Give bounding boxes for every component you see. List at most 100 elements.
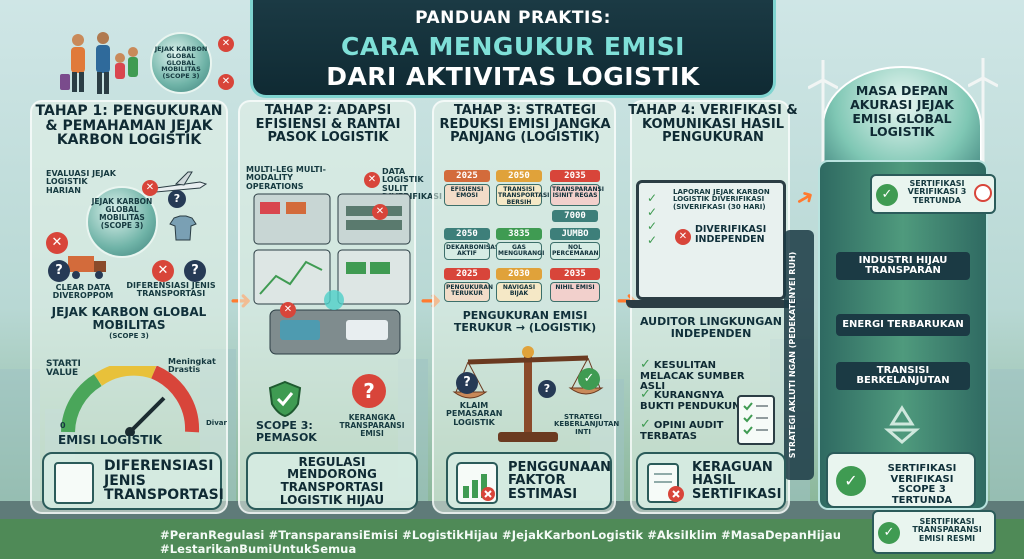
- timeline-card: GAS MENGURANGI: [496, 242, 544, 260]
- red-x-icon: ✕: [218, 36, 234, 52]
- balance-scale-icon: [452, 346, 604, 442]
- title-line-3: DARI AKTIVITAS LOGISTIK: [326, 62, 700, 91]
- clipboard-icon: [54, 462, 94, 504]
- stage-2-bottom-text: REGULASI MENDORONG TRANSPORTASI LOGISTIK…: [279, 454, 385, 507]
- gauge-increase-label: Meningkat Drastis: [168, 357, 216, 375]
- timeline-card: EFISIENSI EMOSI: [444, 184, 490, 206]
- stage-2-scope3-label: SCOPE 3: PEMASOK: [256, 419, 317, 444]
- stage-2-data-hard-label: DATA LOGISTIK SULIT DIVERIFIKASI: [382, 167, 442, 202]
- red-x-icon: ✕: [142, 180, 158, 196]
- stage-2-title: TAHAP 2: ADAPSI EFISIENSI & RANTAI PASOK…: [255, 103, 401, 146]
- shirt-icon: [169, 215, 197, 241]
- question-icon: ?: [538, 380, 556, 398]
- flow-arrow-icon: ➜: [790, 183, 820, 214]
- stage-2-multi-label: MULTI-LEG MULTI-MODALITY OPERATIONS: [246, 165, 326, 191]
- stage-3-measured-label: PENGUKURAN EMISI TERUKUR → (LOGISTIK): [453, 309, 597, 334]
- laptop-base: [626, 300, 796, 308]
- stage-1-bottom-box: DIFERENSIASI JENIS TRANSPORTASI: [42, 452, 224, 510]
- question-icon: ?: [456, 372, 478, 394]
- year-tag: JUMBO: [550, 228, 600, 240]
- red-x-icon: ✕: [152, 260, 174, 282]
- cert-official-box: ✓ SERTIFIKASI TRANSPARANSI EMISI RESMI: [872, 510, 996, 554]
- check-item: ✓KESULITAN MELACAK SUMBER ASLI: [640, 358, 750, 393]
- airplane-icon: [155, 171, 208, 193]
- family-badge-label: JEJAK KARBON GLOBAL GLOBAL MOBILITAS (SC…: [154, 45, 208, 81]
- stage-4-bottom-text: KERAGUAN HASIL SERTIFIKASI: [692, 459, 782, 502]
- tower-band-2: ENERGI TERBARUKAN: [836, 314, 970, 336]
- title-line-1: PANDUAN PRAKTIS:: [415, 8, 611, 28]
- timeline-card: TRANSISI TRANSPORTASI BERSIH: [496, 184, 550, 206]
- grass-strip: [0, 519, 1024, 559]
- year-tag: 7000: [552, 210, 598, 222]
- year-tag: 2050: [496, 170, 542, 182]
- logistics-hub-illustration: [253, 193, 411, 355]
- stage-1-bottom-text: DIFERENSIASI JENIS TRANSPORTASI: [104, 457, 224, 504]
- wind-turbine-icon: [808, 60, 838, 170]
- stage-4-bottom-box: KERAGUAN HASIL SERTIFIKASI: [636, 452, 786, 510]
- title-line-2: CARA MENGUKUR EMISI: [341, 32, 685, 61]
- recycle-icon: [883, 405, 921, 444]
- report-title: LAPORAN JEJAK KARBON LOGISTIK DIVERIFIKA…: [673, 188, 770, 211]
- vertical-strategy-banner: STRATEGI AKLUTI NGAN (PEDEKATENYEI RUH): [784, 230, 814, 480]
- red-question-icon: ?: [352, 374, 386, 408]
- stage-1-title: TAHAP 1: PENGUKURAN & PEMAHAMAN JEJAK KA…: [35, 103, 223, 149]
- question-icon: ?: [48, 260, 70, 282]
- year-tag: 2025: [444, 170, 490, 182]
- stage-1-eval-label: EVALUASI JEJAK LOGISTIK HARIAN: [46, 169, 116, 195]
- globe-icon: [86, 186, 158, 258]
- stage-3-panel: [432, 100, 616, 514]
- gauge-title: EMISI LOGISTIK: [58, 433, 163, 447]
- clipboard-x-icon: [647, 463, 684, 503]
- year-tag: 2025: [444, 268, 490, 280]
- check-item: ✓OPINI AUDIT TERBATAS: [640, 418, 750, 442]
- stage-4-title: TAHAP 4: VERIFIKASI & KOMUNIKASI HASIL P…: [628, 103, 798, 146]
- tower-band-1: INDUSTRI HIJAU TRANSPARAN: [836, 252, 970, 280]
- vertical-strategy-text: STRATEGI AKLUTI NGAN (PEDEKATENYEI RUH): [788, 251, 797, 459]
- red-x-icon: ✕: [46, 232, 68, 254]
- check-item-label: KURANGNYA BUKTI PENDUKUNG: [640, 390, 749, 412]
- gauge-max-label: Divar: [206, 419, 227, 427]
- stage-1-caption-main: JEJAK KARBON GLOBAL MOBILITAS: [51, 305, 207, 332]
- question-icon: ?: [184, 260, 206, 282]
- stage-2-bottom-box: REGULASI MENDORONG TRANSPORTASI LOGISTIK…: [246, 452, 418, 510]
- check-badge-icon: ✓: [836, 466, 866, 496]
- cert-official-text: SERTIFIKASI TRANSPARANSI EMISI RESMI: [912, 517, 982, 543]
- red-x-icon: ✕: [218, 74, 234, 90]
- stage-3-bottom-text: PENGGUNAAN FAKTOR ESTIMASI: [508, 459, 612, 502]
- future-title: MASA DEPAN AKURASI JEJAK EMISI GLOBAL LO…: [850, 83, 954, 140]
- question-icon: ?: [168, 190, 186, 208]
- report-laptop: LAPORAN JEJAK KARBON LOGISTIK DIVERIFIKA…: [636, 180, 786, 300]
- shield-check-icon: [268, 380, 302, 418]
- check-icon: ✓: [640, 387, 651, 402]
- timeline-card: TRANSPARANSI ISINIT REGAS: [550, 184, 604, 206]
- stage-1-panel: [30, 100, 228, 514]
- clock-icon: [974, 184, 992, 202]
- family-icon: [60, 32, 138, 94]
- timeline-card: NOL PERCEMARAN: [550, 242, 600, 260]
- stage-1-globe-label: JEJAK KARBON GLOBAL MOBILITAS (SCOPE 3): [91, 197, 153, 230]
- truck-icon: [68, 256, 106, 279]
- mobility-globe-icon: [150, 32, 212, 94]
- stage-1-caption-sub: (SCOPE 3): [109, 332, 149, 341]
- stage-3-claim-label: KLAIM PEMASARAN LOGISTIK: [446, 401, 503, 427]
- check-badge-icon: ✓: [876, 184, 898, 206]
- year-tag: 2050: [444, 228, 490, 240]
- emission-gauge: [61, 366, 200, 436]
- check-icon: ✓: [640, 417, 651, 432]
- red-x-icon: ✕: [280, 302, 296, 318]
- stage-3-title: TAHAP 3: STRATEGI REDUKSI EMISI JANGKA P…: [439, 103, 611, 146]
- timeline-card: PENGUKURAN TERUKUR: [444, 282, 493, 302]
- year-tag: 3835: [496, 228, 542, 240]
- check-icon: ✓: [640, 357, 651, 372]
- chart-error-icon: [456, 462, 498, 504]
- check-item-label: KESULITAN MELACAK SUMBER ASLI: [640, 360, 745, 393]
- timeline-card: DEKARBONISASI AKTIF: [444, 242, 501, 260]
- check-icon: ✓: [578, 368, 600, 390]
- stage-2-framework-label: KERANGKA TRANSPARANSI EMISI: [339, 413, 405, 438]
- red-x-icon: ✕: [675, 229, 691, 245]
- tower-band-3: TRANSISI BERKELANJUTAN: [836, 362, 970, 390]
- year-tag: 2035: [550, 170, 600, 182]
- gauge-start-label: STARTI VALUE: [46, 359, 81, 379]
- cert-bottom-box: ✓ SERTIFIKASI VERIFIKASI SCOPE 3 TERTUND…: [826, 452, 976, 508]
- stage-1-clear-data: CLEAR DATA DIVEROPPOM: [52, 283, 114, 301]
